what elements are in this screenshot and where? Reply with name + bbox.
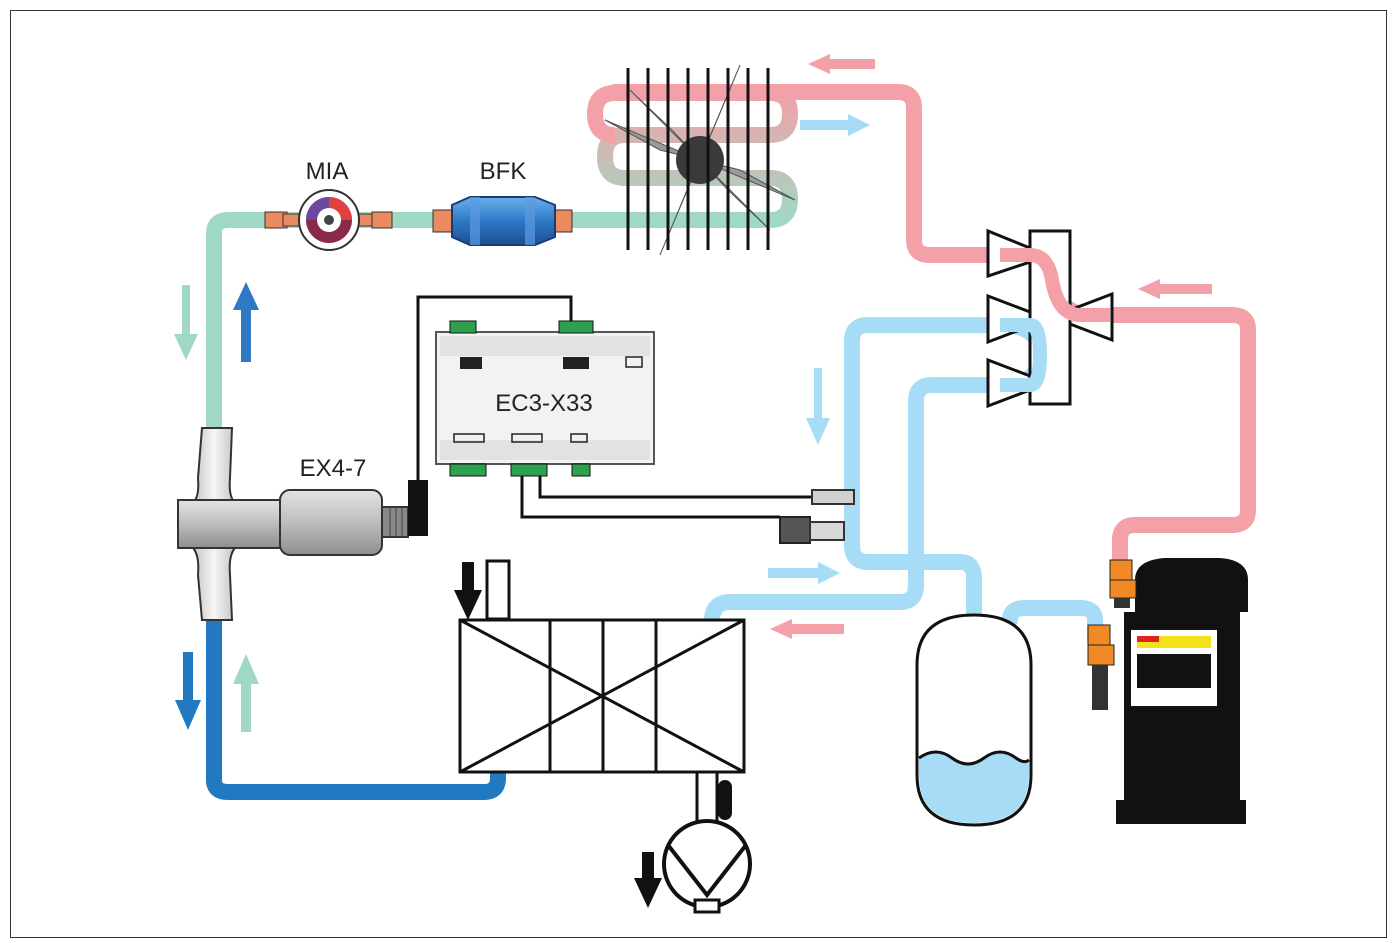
suction-line-evaporator	[704, 377, 1008, 626]
suction-line-compressor	[1002, 600, 1103, 648]
liquid-line	[206, 212, 668, 448]
four-way-valve	[986, 228, 1114, 409]
temperature-sensor	[811, 489, 855, 505]
evaporator	[458, 559, 746, 834]
accumulator	[915, 613, 1033, 827]
compressor	[1116, 558, 1248, 824]
pump	[662, 780, 752, 914]
flow-arrow-icon	[174, 54, 1212, 908]
label-expansion-valve: EX4-7	[300, 455, 367, 482]
condenser-coil	[586, 85, 799, 228]
sight-glass-icon	[264, 189, 393, 251]
controller-module	[435, 320, 655, 477]
filter-drier	[432, 196, 573, 246]
suction-line-upper	[844, 317, 1008, 628]
pressure-transmitter	[779, 516, 845, 544]
expansion-valve	[177, 427, 428, 621]
service-valve-suction	[1087, 624, 1115, 710]
label-bfk: BFK	[480, 158, 527, 185]
service-valve-discharge	[1109, 559, 1137, 608]
label-mia: MIA	[306, 158, 349, 185]
cold-liquid-line	[206, 592, 506, 800]
label-controller: EC3-X33	[495, 390, 592, 417]
control-wiring	[416, 295, 812, 519]
condenser-fins	[626, 68, 770, 250]
